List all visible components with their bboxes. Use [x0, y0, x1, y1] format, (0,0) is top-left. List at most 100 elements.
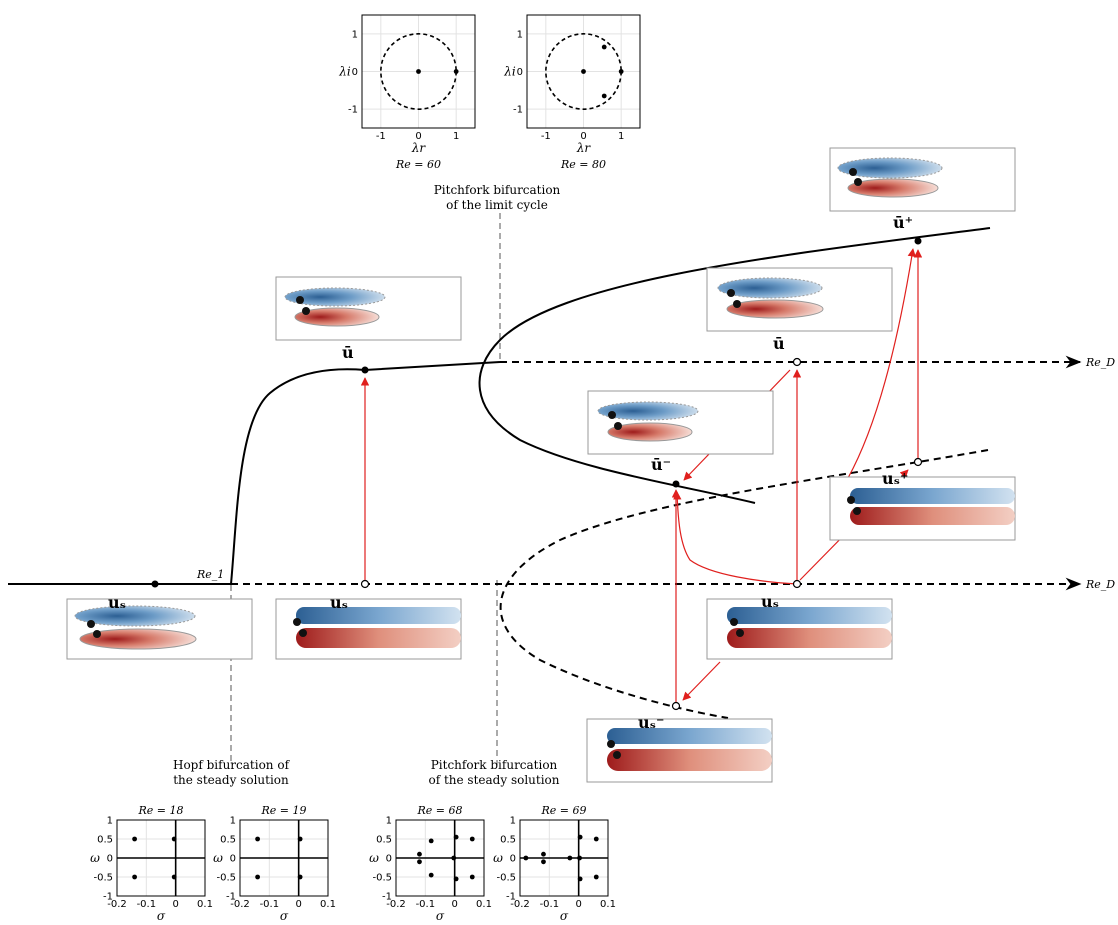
limit-cycle-pitchfork-branch — [478, 227, 991, 504]
ubar-left-label: ū — [342, 343, 354, 362]
snapshot-us-right — [706, 598, 893, 660]
ubar-minus-label: ū⁻ — [651, 455, 671, 474]
us-minus-point — [671, 701, 681, 711]
plot-frame — [361, 14, 476, 129]
y-tick-label: 0 — [510, 854, 516, 865]
snapshot-ubar-left — [275, 276, 462, 341]
y-tick-label: -1 — [103, 892, 113, 903]
hopf-line2: the steady solution — [173, 773, 289, 787]
us-left-label: uₛ — [108, 593, 126, 612]
eigenvalue-point — [297, 874, 303, 880]
y-axis-label: ω — [369, 851, 379, 865]
steady-pitchfork-branch — [499, 449, 989, 719]
eigenvalue-point — [428, 838, 434, 844]
eigenvalue-point — [255, 874, 260, 880]
x-axis-label: λr — [411, 141, 427, 155]
eigenvalue-point — [567, 855, 573, 861]
ubar-right-label: ū — [773, 334, 785, 353]
y-tick-label: -1 — [506, 892, 516, 903]
x-tick-label: -0.1 — [137, 899, 157, 910]
y-tick-label: 1 — [510, 816, 516, 827]
us-unstable-point — [360, 579, 370, 589]
x-tick-label: -0.2 — [107, 899, 127, 910]
eigenvalue-point — [171, 874, 177, 880]
y-tick-label: 1 — [107, 816, 113, 827]
eigenvalue-point — [541, 851, 546, 857]
us-stable-point — [151, 580, 159, 588]
x-tick-label: -0.1 — [260, 899, 280, 910]
us-right-point — [792, 579, 802, 589]
x-tick-label: -1 — [541, 131, 551, 142]
x-axis-label: σ — [560, 909, 569, 923]
eigenvalue-point — [601, 44, 607, 50]
re-d-bottom-label: Re_D — [1085, 578, 1115, 591]
ubar-unstable-point — [792, 357, 802, 367]
snapshot-u-plus — [829, 147, 1016, 212]
y-tick-label: -1 — [382, 892, 392, 903]
y-tick-label: 1 — [386, 816, 392, 827]
y-tick-label: 0.5 — [220, 835, 236, 846]
x-tick-label: 0.1 — [320, 899, 336, 910]
plot-title: Re = 80 — [560, 158, 606, 171]
plot-title: Re = 18 — [138, 804, 184, 817]
eigenvalue-point — [132, 874, 138, 880]
snapshot-ubar-right — [706, 267, 893, 332]
unit-circle — [545, 33, 622, 110]
y-tick-label: 0 — [230, 854, 236, 865]
snapshot-ubar-minus — [587, 390, 774, 455]
snapshot-us-plus — [829, 476, 1016, 541]
plot-frame — [526, 14, 641, 129]
eigenvalue-point — [593, 836, 599, 842]
eigenvalue-point — [618, 69, 624, 74]
x-axis-label: σ — [280, 909, 289, 923]
us-minus-label: uₛ⁻ — [638, 713, 664, 732]
eigenvalue-point — [132, 836, 138, 842]
x-tick-label: 0 — [451, 899, 457, 910]
x-tick-label: -0.1 — [416, 899, 436, 910]
x-axis-label: σ — [436, 909, 445, 923]
eigenvalue-point — [416, 69, 421, 74]
pitchfork-limit-line2: of the limit cycle — [446, 198, 548, 212]
eigenvalue-point — [577, 876, 583, 882]
x-tick-label: -0.1 — [540, 899, 560, 910]
pitchfork-limit-line1: Pitchfork bifurcation — [434, 183, 561, 197]
y-tick-label: -1 — [226, 892, 236, 903]
x-tick-label: 0 — [580, 131, 586, 142]
red-arrows — [360, 248, 923, 702]
x-tick-label: -0.2 — [510, 899, 530, 910]
ubar-point — [361, 366, 369, 374]
eigenvalue-point — [417, 859, 422, 865]
plot-title: Re = 68 — [417, 804, 463, 817]
y-tick-label: -1 — [513, 105, 523, 116]
y-tick-label: 0.5 — [376, 835, 392, 846]
ubar-minus-point — [672, 480, 680, 488]
x-tick-label: -0.2 — [386, 899, 406, 910]
eigenvalue-point — [577, 834, 583, 840]
y-tick-label: 1 — [517, 29, 523, 40]
x-tick-label: -0.2 — [230, 899, 250, 910]
eigenvalue-point — [577, 855, 582, 861]
y-axis-label: λi — [503, 65, 516, 79]
eigenvalue-point — [469, 836, 475, 842]
y-tick-label: 0 — [386, 854, 392, 865]
eigenvalue-point — [451, 855, 457, 861]
mean-flow-branch — [230, 361, 501, 585]
y-tick-label: 0.5 — [97, 835, 113, 846]
re1-label: Re_1 — [196, 568, 224, 581]
y-tick-label: -1 — [348, 105, 358, 116]
us-plus-label: uₛ⁺ — [882, 469, 908, 488]
eigenvalue-point — [428, 872, 434, 878]
snapshot-us-left — [66, 598, 253, 660]
y-tick-label: -0.5 — [496, 873, 516, 884]
us-plus-point — [913, 457, 923, 467]
pitchfork-steady-line2: of the steady solution — [428, 773, 559, 787]
us-mid-label: uₛ — [330, 593, 348, 612]
plot-title: Re = 19 — [261, 804, 307, 817]
hopf-line1: Hopf bifurcation of — [173, 758, 291, 772]
eigenvalue-point — [453, 876, 459, 882]
